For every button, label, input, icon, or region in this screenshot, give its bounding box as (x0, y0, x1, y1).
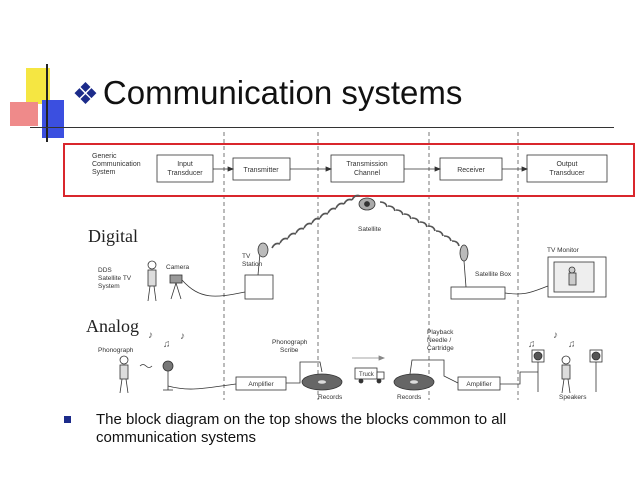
block-label-channel-2: Channel (354, 170, 381, 177)
truck-icon (354, 367, 385, 384)
amplifier-right-block (457, 376, 501, 391)
block-input-transducer (156, 154, 214, 183)
needle-arm-icon (409, 359, 459, 384)
decor-pink-square (10, 102, 38, 126)
slide-title: ❖Communication systems (72, 74, 462, 112)
singer-icon (119, 355, 129, 394)
amplifier-left-label: Amplifier (248, 381, 274, 388)
svg-text:Phonograph: Phonograph (272, 339, 308, 346)
slide-title-text: Communication systems (102, 74, 463, 111)
speaker-cable (500, 371, 538, 385)
square-bullet-icon (64, 416, 71, 423)
svg-text:♫: ♫ (528, 339, 536, 350)
bullet-note: The block diagram on the top shows the b… (64, 411, 604, 447)
svg-text:TV Monitor: TV Monitor (547, 247, 580, 254)
blocks (156, 154, 608, 183)
downlink-waves-icon (379, 201, 460, 247)
decor-vertical-line (46, 64, 48, 142)
svg-text:♪: ♪ (553, 330, 558, 341)
tv-station-icon (244, 242, 274, 300)
svg-text:Station: Station (242, 261, 263, 268)
svg-text:Records: Records (318, 394, 343, 401)
generic-label: Generic Communication System (92, 153, 143, 176)
satellite-icon (358, 197, 376, 211)
block-label-input-transducer-1: Input (177, 161, 193, 168)
block-transmission-channel (330, 154, 405, 183)
truck-label: Truck (359, 372, 375, 378)
svg-text:Speakers: Speakers (559, 394, 587, 401)
svg-text:Cartridge: Cartridge (427, 345, 454, 352)
svg-text:Records: Records (397, 394, 422, 401)
block-label-output-1: Output (556, 161, 577, 168)
analog-labels: Phonograph Phonograph Scribe Playback Ne… (98, 329, 587, 401)
title-underline (30, 127, 614, 128)
digital-row-label: Digital (88, 226, 138, 246)
diamond-star-bullet-icon: ❖ (72, 78, 99, 111)
microphone-icon (162, 360, 174, 391)
block-label-input-transducer-2: Transducer (167, 170, 203, 177)
speakers-icon (531, 349, 603, 392)
svg-text:Scribe: Scribe (280, 347, 299, 354)
bullet-note-text: The block diagram on the top shows the b… (96, 411, 507, 446)
svg-text:Satellite Box: Satellite Box (475, 271, 512, 278)
block-label-receiver: Receiver (457, 167, 485, 174)
svg-text:♪: ♪ (148, 330, 153, 341)
camera-operator-icon (147, 260, 183, 302)
tv-monitor-icon (547, 256, 607, 298)
svg-text:Playback: Playback (427, 329, 454, 336)
amplifier-left-block (235, 376, 287, 391)
stage-dividers (223, 132, 519, 400)
svg-text:♪: ♪ (180, 331, 185, 342)
svg-text:♫: ♫ (163, 339, 171, 350)
analog-row-label: Analog (86, 316, 139, 336)
svg-text:Satellite TV: Satellite TV (98, 275, 132, 282)
music-notes-right-icon: ♫ ♪ ♫ (528, 330, 576, 350)
transport-arrow-icon (352, 355, 386, 361)
scribe-arm-icon (286, 361, 323, 384)
svg-text:System: System (98, 283, 120, 290)
svg-text:Needle /: Needle / (427, 337, 451, 344)
svg-text:Satellite: Satellite (358, 226, 382, 233)
music-notes-left-icon: ♪ ♫ ♪ (148, 330, 185, 350)
digital-labels: DDS Satellite TV System Camera TV Statio… (98, 226, 580, 290)
sound-wave-icon (139, 364, 153, 368)
svg-text:TV: TV (242, 253, 251, 260)
svg-text:Phonograph: Phonograph (98, 347, 134, 354)
block-output-transducer (526, 154, 608, 183)
block-arrows (213, 166, 529, 172)
mic-cable (167, 383, 237, 390)
svg-text:DDS: DDS (98, 267, 112, 274)
block-label-transmitter: Transmitter (243, 167, 279, 174)
camera-cable (181, 279, 246, 297)
block-label-output-2: Transducer (549, 170, 585, 177)
box-cable (504, 285, 549, 295)
block-labels: Input Transducer Transmitter Transmissio… (167, 161, 585, 177)
uplink-waves-icon (271, 194, 361, 249)
amplifier-right-label: Amplifier (466, 381, 492, 388)
block-label-channel-1: Transmission (346, 161, 387, 168)
block-diagram-highlight (63, 143, 635, 197)
svg-text:Camera: Camera (166, 264, 190, 271)
listener-icon (561, 355, 571, 394)
svg-text:♫: ♫ (568, 339, 576, 350)
